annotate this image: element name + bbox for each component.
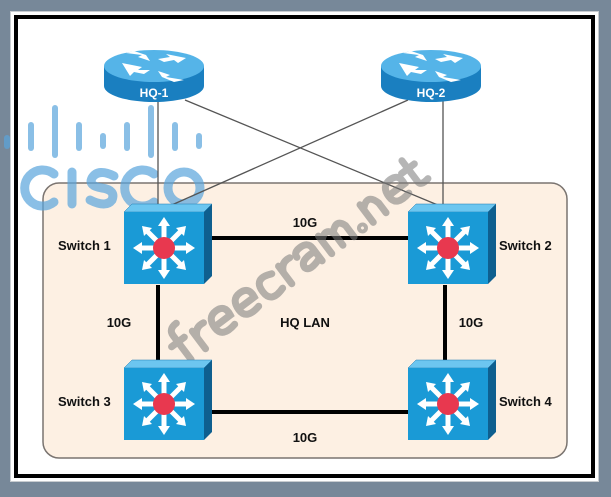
router-label: HQ-2 [417,86,446,100]
link-label-sw3-sw4: 10G [293,430,318,445]
switch-4[interactable] [408,360,496,440]
site-watermark [167,157,432,364]
link-label-sw1-sw2: 10G [293,215,318,230]
link-label-sw1-sw3: 10G [107,315,132,330]
switch-icon [124,360,212,440]
router-label: HQ-1 [140,86,169,100]
cisco-logo-watermark [4,105,200,206]
switch-2[interactable] [408,204,496,284]
router-hq1[interactable]: HQ-1 [104,50,204,102]
router-hq2[interactable]: HQ-2 [381,50,481,102]
switch-1[interactable] [124,204,212,284]
switch-3[interactable] [124,360,212,440]
link-hq2-sw1 [164,99,409,209]
switch-icon [408,360,496,440]
switch-4-label: Switch 4 [499,394,553,409]
hq-lan-label: HQ LAN [280,315,330,330]
switch-3-label: Switch 3 [58,394,111,409]
uplinks [157,99,446,209]
switch-2-label: Switch 2 [499,238,552,253]
switch-1-label: Switch 1 [58,238,111,253]
switch-icon [408,204,496,284]
core-links [156,236,447,414]
switch-icon [124,204,212,284]
link-label-sw2-sw4: 10G [459,315,484,330]
